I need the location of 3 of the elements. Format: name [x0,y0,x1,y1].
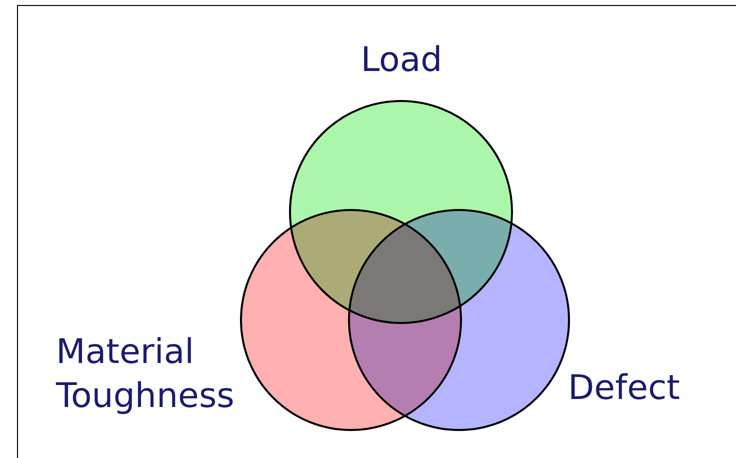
circle-label: Defect [568,367,682,410]
circle-label: Load [360,39,444,82]
circle-label: Material Toughness [56,331,236,418]
